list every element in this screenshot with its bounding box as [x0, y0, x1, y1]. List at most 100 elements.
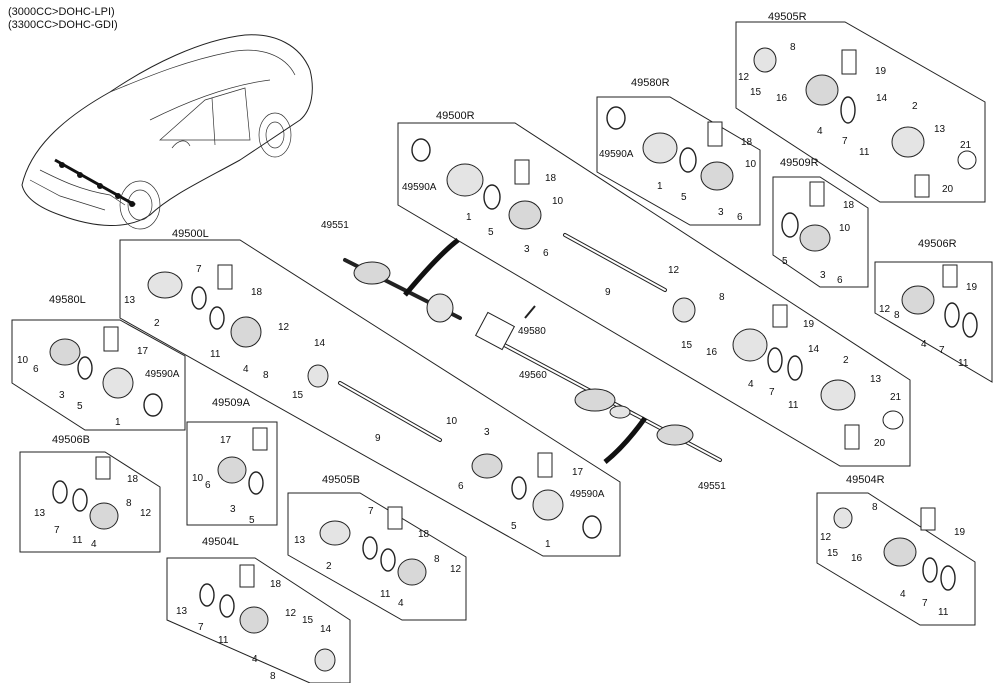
part-callout: 49590A — [599, 149, 634, 160]
part-callout: 18 — [545, 173, 557, 184]
part-callout: 19 — [954, 527, 966, 538]
part-callout: 7 — [842, 136, 848, 147]
part-callout: 8 — [126, 498, 132, 509]
part-callout: 6 — [33, 364, 39, 375]
part-callout: 17 — [572, 467, 584, 478]
center-part-callout: 49560 — [519, 370, 547, 381]
part-callout: 10 — [552, 196, 564, 207]
part-callout: 15 — [681, 340, 693, 351]
part-glyphs — [49, 47, 978, 672]
part-callout: 4 — [243, 364, 249, 375]
panel-49509R — [772, 176, 869, 288]
part-callout: 11 — [859, 147, 870, 158]
part-callout: 14 — [314, 338, 326, 349]
part-callout: 5 — [782, 256, 788, 267]
part-callout: 49590A — [145, 369, 180, 380]
part-callout: 3 — [820, 270, 826, 281]
part-callout: 6 — [837, 275, 843, 286]
group-label-49506B: 49506B — [52, 434, 90, 446]
part-callout: 15 — [292, 390, 304, 401]
part-callout: 3 — [718, 207, 724, 218]
part-callout: 18 — [127, 474, 139, 485]
part-callout: 8 — [719, 292, 725, 303]
part-callout: 7 — [368, 506, 374, 517]
part-callout: 19 — [875, 66, 887, 77]
part-callout: 8 — [270, 671, 276, 682]
part-callout: 49590A — [402, 182, 437, 193]
part-callout: 11 — [958, 358, 969, 369]
panel-49500R — [397, 122, 911, 467]
part-callout: 16 — [706, 347, 718, 358]
part-callout: 10 — [446, 416, 458, 427]
part-callout: 4 — [817, 126, 823, 137]
panel-49505R — [735, 21, 986, 203]
panel-49509A — [186, 421, 278, 526]
part-callout: 5 — [488, 227, 494, 238]
panel-49580R — [596, 96, 761, 226]
part-callout: 15 — [827, 548, 839, 559]
part-callout: 7 — [922, 598, 928, 609]
panel-49504R — [816, 492, 976, 626]
part-callout: 12 — [820, 532, 832, 543]
part-callout: 4 — [921, 339, 927, 350]
panel-49500L — [119, 239, 621, 557]
group-label-49504L: 49504L — [202, 536, 239, 548]
part-callout: 2 — [843, 355, 849, 366]
part-callout: 12 — [879, 304, 891, 315]
part-callout: 11 — [788, 400, 799, 411]
part-callout: 6 — [458, 481, 464, 492]
part-callout: 5 — [511, 521, 517, 532]
part-callout: 5 — [681, 192, 687, 203]
group-label-49505R: 49505R — [768, 11, 807, 23]
engine-note-2: (3300CC>DOHC-GDI) — [8, 19, 118, 31]
shafts — [338, 233, 722, 464]
group-label-49580R: 49580R — [631, 77, 670, 89]
part-callout: 4 — [398, 598, 404, 609]
part-callout: 20 — [942, 184, 954, 195]
group-label-49509A: 49509A — [212, 397, 251, 409]
part-callout: 4 — [252, 654, 258, 665]
engine-note-1: (3000CC>DOHC-LPI) — [8, 6, 115, 18]
part-callout: 49590A — [570, 489, 605, 500]
part-callout: 12 — [140, 508, 152, 519]
part-callout: 13 — [34, 508, 46, 519]
part-callout: 7 — [939, 345, 945, 356]
part-callout: 10 — [17, 355, 29, 366]
part-callout: 4 — [91, 539, 97, 550]
part-callout: 21 — [960, 140, 972, 151]
part-callout: 18 — [418, 529, 430, 540]
part-callout: 12 — [285, 608, 297, 619]
group-label-49509R: 49509R — [780, 157, 819, 169]
group-label-49505B: 49505B — [322, 474, 360, 486]
part-callout: 1 — [657, 181, 663, 192]
part-callout: 4 — [900, 589, 906, 600]
panel-outlines — [11, 21, 993, 683]
part-callout: 11 — [210, 349, 221, 360]
part-callout: 6 — [543, 248, 549, 259]
part-callout: 14 — [808, 344, 820, 355]
part-callout: 7 — [54, 525, 60, 536]
panel-49504L — [166, 557, 351, 683]
part-callout: 12 — [738, 72, 750, 83]
part-callout: 10 — [839, 223, 851, 234]
part-callout: 8 — [894, 310, 900, 321]
part-callout: 13 — [124, 295, 136, 306]
part-callout: 18 — [741, 137, 753, 148]
group-label-49500R: 49500R — [436, 110, 475, 122]
part-callout: 5 — [249, 515, 255, 526]
part-callout: 14 — [876, 93, 888, 104]
part-callout: 21 — [890, 392, 902, 403]
part-callout: 2 — [912, 101, 918, 112]
part-callout: 3 — [59, 390, 65, 401]
car-illustration — [21, 34, 313, 230]
part-callout: 11 — [218, 635, 229, 646]
center-part-callout: 49551 — [698, 481, 726, 492]
part-callout: 7 — [769, 387, 775, 398]
part-callout: 7 — [198, 622, 204, 633]
part-callout: 7 — [196, 264, 202, 275]
part-callout: 18 — [270, 579, 282, 590]
part-callout: 17 — [137, 346, 149, 357]
part-callout: 10 — [192, 473, 204, 484]
engine-notes: (3000CC>DOHC-LPI) (3300CC>DOHC-GDI) — [8, 6, 118, 32]
